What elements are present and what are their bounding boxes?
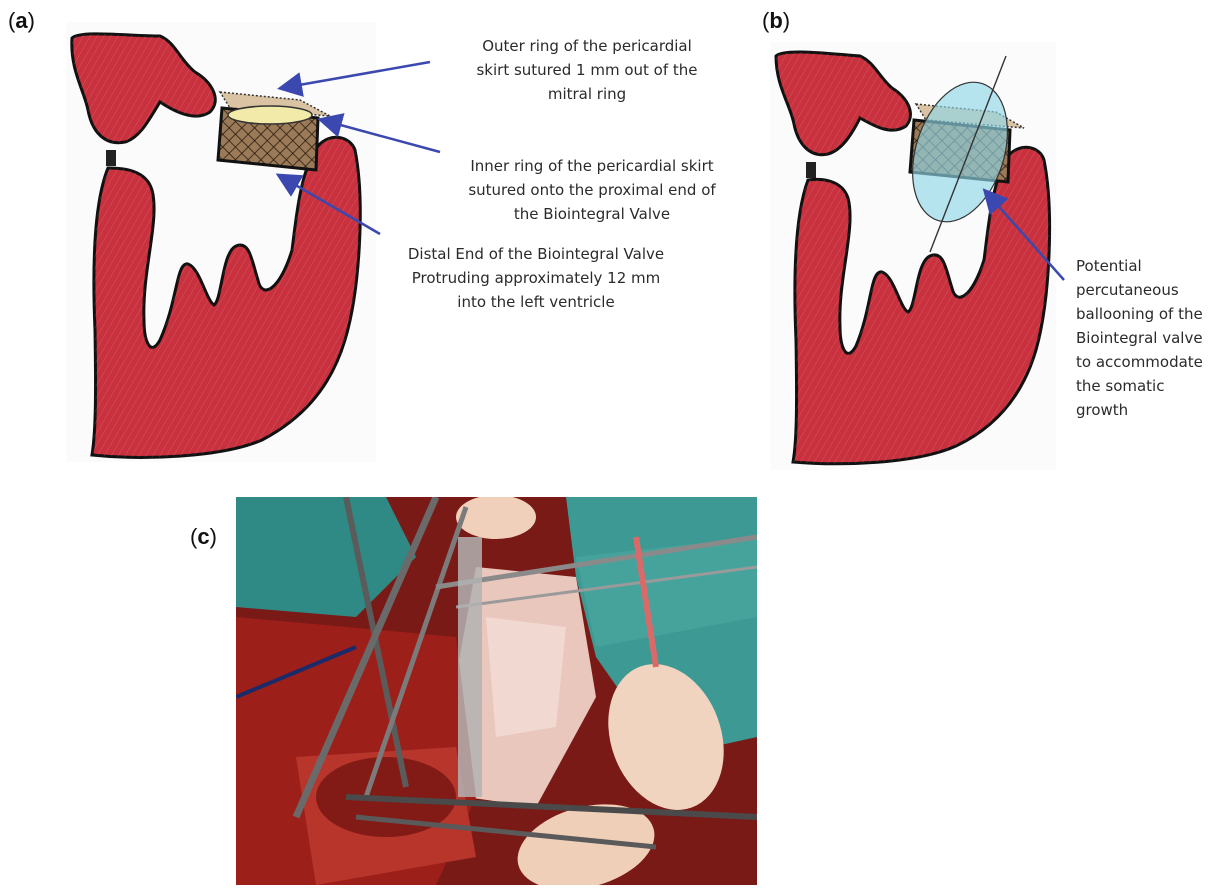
annotation-line: Protruding approximately 12 mm [392, 266, 680, 290]
annotation-line: Distal End of the Biointegral Valve [392, 242, 680, 266]
annotation-distal-end: Distal End of the Biointegral Valve Prot… [392, 242, 680, 314]
annotation-line: sutured onto the proximal end of [444, 178, 740, 202]
annotation-line: the somatic [1076, 374, 1222, 398]
panel-b-heart [776, 52, 1050, 464]
annotation-line: ballooning of the [1076, 302, 1222, 326]
annotation-ballooning: Potential percutaneous ballooning of the… [1076, 254, 1222, 422]
annotation-line: Biointegral valve [1076, 326, 1222, 350]
surgical-photo-illustration [236, 497, 757, 885]
valve-leaflets-a [228, 106, 312, 124]
annotation-line: Potential [1076, 254, 1222, 278]
annotation-line: Inner ring of the pericardial skirt [444, 154, 740, 178]
annotation-line: growth [1076, 398, 1222, 422]
annulus-connector-b [806, 162, 816, 178]
annotation-line: mitral ring [442, 82, 732, 106]
annotation-line: into the left ventricle [392, 290, 680, 314]
surgical-photo-c [236, 497, 757, 885]
annotation-line: the Biointegral Valve [444, 202, 740, 226]
annotation-line: percutaneous [1076, 278, 1222, 302]
annotation-line: Outer ring of the pericardial [442, 34, 732, 58]
annotation-line: skirt sutured 1 mm out of the [442, 58, 732, 82]
annotation-outer-ring: Outer ring of the pericardial skirt sutu… [442, 34, 732, 106]
annotation-line: to accommodate [1076, 350, 1222, 374]
annulus-connector-a [106, 150, 116, 166]
arrow-outer-ring [282, 62, 430, 88]
panel-a-heart [72, 34, 360, 458]
annotation-inner-ring: Inner ring of the pericardial skirt sutu… [444, 154, 740, 226]
